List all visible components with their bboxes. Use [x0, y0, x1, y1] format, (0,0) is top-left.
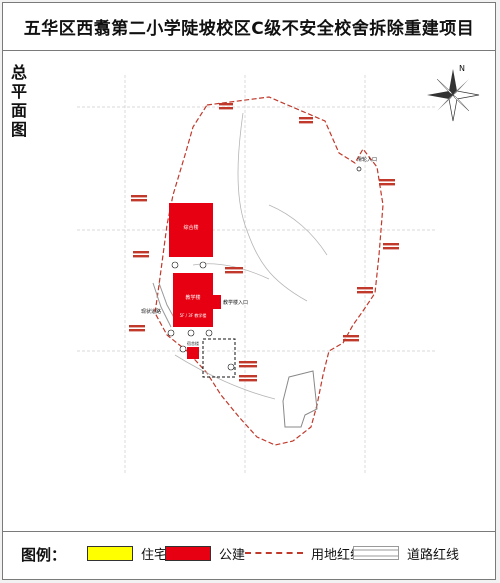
legend-swatch-residential	[87, 545, 133, 561]
coordinate-mark	[239, 375, 257, 378]
building-teaching-label: 教学楼	[185, 294, 200, 301]
coordinate-mark	[357, 291, 373, 294]
legend-label: 住宅	[141, 547, 168, 563]
point-marker	[171, 261, 179, 269]
road-sample-box	[353, 546, 399, 560]
building-teaching-wing	[213, 295, 221, 309]
coordinate-mark	[379, 179, 395, 182]
point-marker	[167, 329, 175, 337]
site-plan: 综合楼 教学楼 5F / 3F 教学楼 宿舍楼 教学楼入口 滑轮入口 现状道路	[77, 64, 480, 475]
side-label-char: 平	[11, 82, 28, 101]
coordinate-mark	[299, 117, 313, 120]
legend-item-residential: 住宅	[87, 544, 168, 563]
compass-point	[437, 95, 453, 111]
side-label-char: 总	[11, 63, 28, 82]
page-title: 五华区西翥第二小学陡坡校区C级不安全校舍拆除重建项目	[3, 3, 495, 51]
grid-lines	[77, 75, 437, 475]
coordinate-mark	[383, 247, 399, 250]
terrain-line	[174, 354, 276, 400]
legend-label: 道路红线	[407, 547, 460, 563]
point-markers	[167, 261, 235, 371]
teaching-entrance-label: 教学楼入口	[223, 299, 248, 306]
legend-item-public: 公建	[165, 544, 246, 563]
drawing-sheet: 五华区西翥第二小学陡坡校区C级不安全校舍拆除重建项目 总 平 面 图	[2, 2, 496, 580]
coordinate-mark	[133, 255, 149, 258]
legend: 图例： 住宅 公建 用地红线 道路红线	[3, 531, 495, 579]
coordinate-mark	[131, 199, 147, 202]
point-marker	[227, 363, 235, 371]
compass-point	[427, 91, 453, 99]
terrain-line	[268, 204, 328, 256]
left-note-label: 现状道路	[141, 308, 161, 315]
coordinate-mark	[343, 335, 359, 338]
coordinate-mark	[239, 379, 257, 382]
point-marker	[199, 261, 207, 269]
coordinate-mark	[131, 195, 147, 198]
building-small-label: 宿舍楼	[187, 340, 199, 346]
coordinate-mark	[299, 121, 313, 124]
site-red-line	[154, 96, 384, 446]
building-small	[187, 347, 199, 359]
coordinate-mark	[225, 271, 243, 274]
legend-label: 公建	[219, 547, 246, 563]
coordinate-mark	[129, 325, 145, 328]
building-comprehensive	[169, 203, 213, 257]
building-teaching-sub: 5F / 3F 教学楼	[180, 312, 207, 318]
legend-title: 图例：	[21, 546, 67, 564]
road-edge	[152, 282, 172, 328]
coordinate-mark	[383, 243, 399, 246]
point-marker	[179, 345, 187, 353]
coordinate-mark	[129, 329, 145, 332]
legend-swatch-public	[165, 545, 211, 561]
side-label-char: 面	[11, 101, 28, 120]
building-comprehensive-label: 综合楼	[183, 224, 198, 231]
coordinate-mark	[133, 251, 149, 254]
north-arrow-icon: N	[427, 64, 480, 122]
existing-building	[282, 370, 318, 428]
back-entrance-marker	[356, 166, 362, 172]
legend-item-road-red-line: 道路红线	[353, 544, 460, 563]
legend-sample-site-red-line	[245, 552, 303, 554]
coordinate-marks	[129, 103, 399, 382]
legend-label: 用地红线	[311, 547, 364, 563]
building-teaching	[173, 273, 213, 327]
legend-item-site-red-line: 用地红线	[245, 544, 364, 563]
compass-point	[449, 69, 457, 95]
legend-sample-road-red-line	[353, 546, 399, 560]
terrain-line	[192, 263, 270, 280]
compass-point	[452, 94, 470, 112]
coordinate-mark	[225, 267, 243, 270]
back-entrance-label: 滑轮入口	[357, 156, 377, 163]
coordinate-mark	[379, 183, 395, 186]
coordinate-mark	[239, 365, 257, 368]
point-marker	[187, 329, 195, 337]
coordinate-mark	[219, 103, 233, 106]
construction-zone	[202, 338, 236, 378]
coordinate-mark	[343, 339, 359, 342]
compass-point	[453, 79, 469, 95]
side-label: 总 平 面 图	[11, 63, 29, 139]
side-label-char: 图	[11, 120, 28, 139]
coordinate-mark	[357, 287, 373, 290]
point-marker	[205, 329, 213, 337]
terrain-lines	[174, 112, 328, 400]
terrain-line	[237, 112, 308, 302]
coordinate-mark	[219, 107, 233, 110]
north-label: N	[459, 64, 465, 73]
coordinate-mark	[239, 361, 257, 364]
